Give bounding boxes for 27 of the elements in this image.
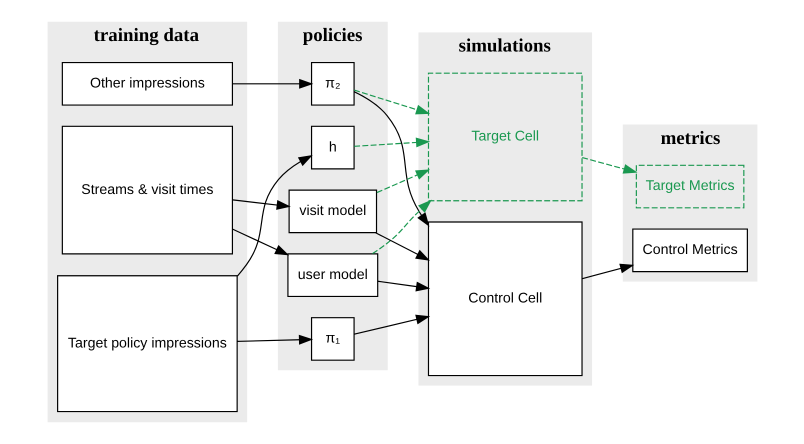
arrow	[232, 228, 289, 256]
node-box: user model	[286, 253, 378, 297]
arrow	[376, 169, 430, 194]
arrow	[232, 199, 290, 210]
arrow	[232, 78, 313, 89]
node-box: Streams & visit times	[61, 126, 233, 254]
node-box: Target policy impressions	[56, 275, 238, 412]
arrow	[354, 90, 430, 114]
node-box: Other impressions	[61, 62, 233, 106]
arrow	[582, 264, 634, 280]
arrow	[582, 157, 638, 174]
arrow	[353, 91, 429, 227]
node-box: π₁	[310, 317, 354, 361]
node-box: π₂	[310, 62, 354, 106]
arrow	[236, 334, 313, 345]
arrow	[354, 138, 430, 148]
node-box: Target Metrics	[635, 164, 744, 208]
arrow	[236, 155, 312, 276]
arrow	[374, 232, 430, 261]
node-box: h	[310, 126, 354, 170]
node-box: Target Cell	[427, 72, 582, 202]
node-box: Control Metrics	[632, 228, 748, 272]
arrow	[354, 314, 430, 335]
node-box: visit model	[288, 190, 377, 234]
arrow	[372, 200, 432, 254]
arrow	[377, 280, 430, 292]
node-box: Control Cell	[427, 221, 582, 376]
